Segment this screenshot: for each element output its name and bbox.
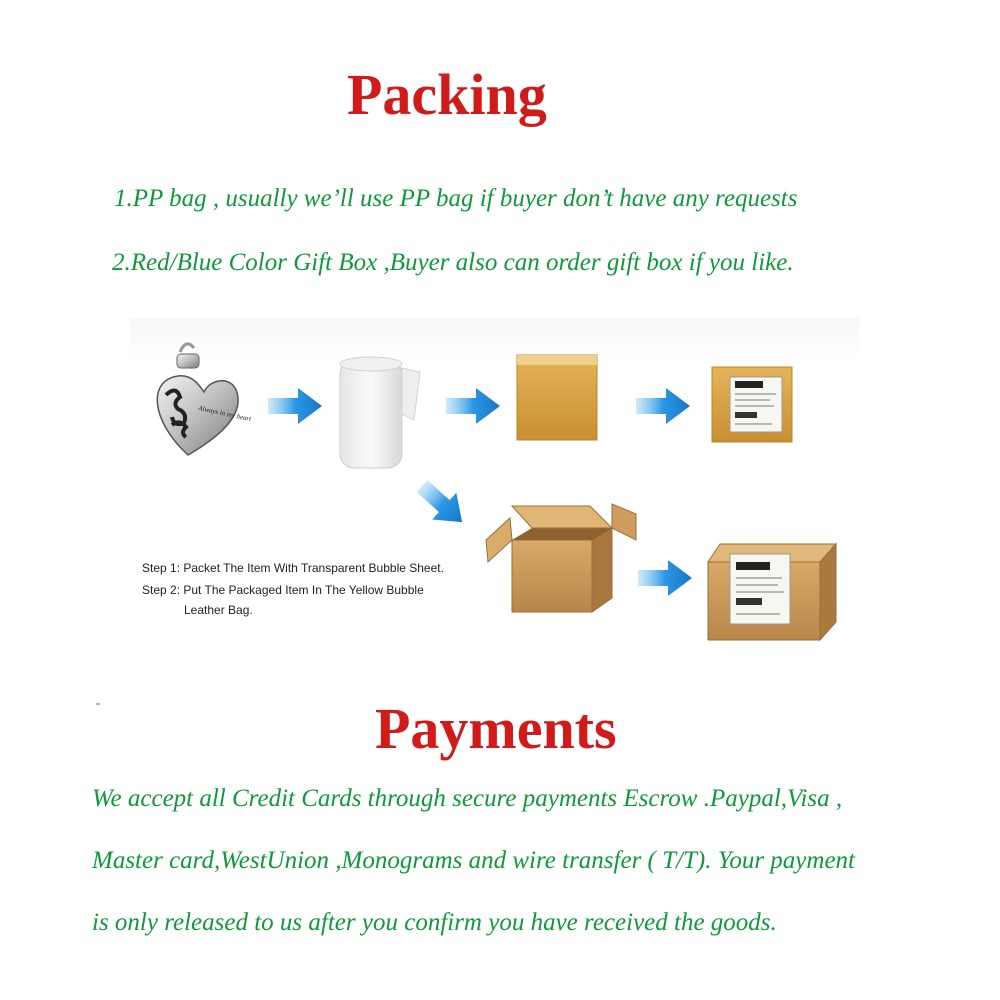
packing-line-1: 1.PP bag , usually we’ll use PP bag if b… — [114, 185, 798, 212]
arrow-right-icon — [638, 560, 692, 596]
arrow-right-icon — [636, 388, 690, 424]
step-2-text: Step 2: Put The Packaged Item In The Yel… — [142, 583, 424, 597]
stray-mark — [96, 703, 100, 705]
yellow-bubble-envelope-image — [516, 354, 598, 441]
payments-title: Payments — [375, 696, 617, 761]
packing-line-2: 2.Red/Blue Color Gift Box ,Buyer also ca… — [112, 249, 794, 276]
heart-pendant-image: Always in my heart — [156, 342, 253, 456]
bubble-wrap-roll-image — [339, 356, 421, 469]
payments-line-2: Master card,WestUnion ,Monograms and wir… — [92, 847, 855, 874]
open-cardboard-box-image — [485, 503, 637, 613]
packing-title: Packing — [347, 62, 547, 127]
arrow-right-icon — [446, 388, 500, 424]
labeled-envelope-image — [711, 366, 793, 443]
shipping-box-image — [707, 542, 838, 642]
step-2-text-continued: Leather Bag. — [184, 603, 253, 617]
payments-line-1: We accept all Credit Cards through secur… — [92, 785, 843, 812]
arrow-down-right-icon — [416, 480, 463, 523]
step-1-text: Step 1: Packet The Item With Transparent… — [142, 561, 444, 575]
arrow-right-icon — [268, 388, 322, 424]
payments-line-3: is only released to us after you confirm… — [92, 909, 777, 936]
